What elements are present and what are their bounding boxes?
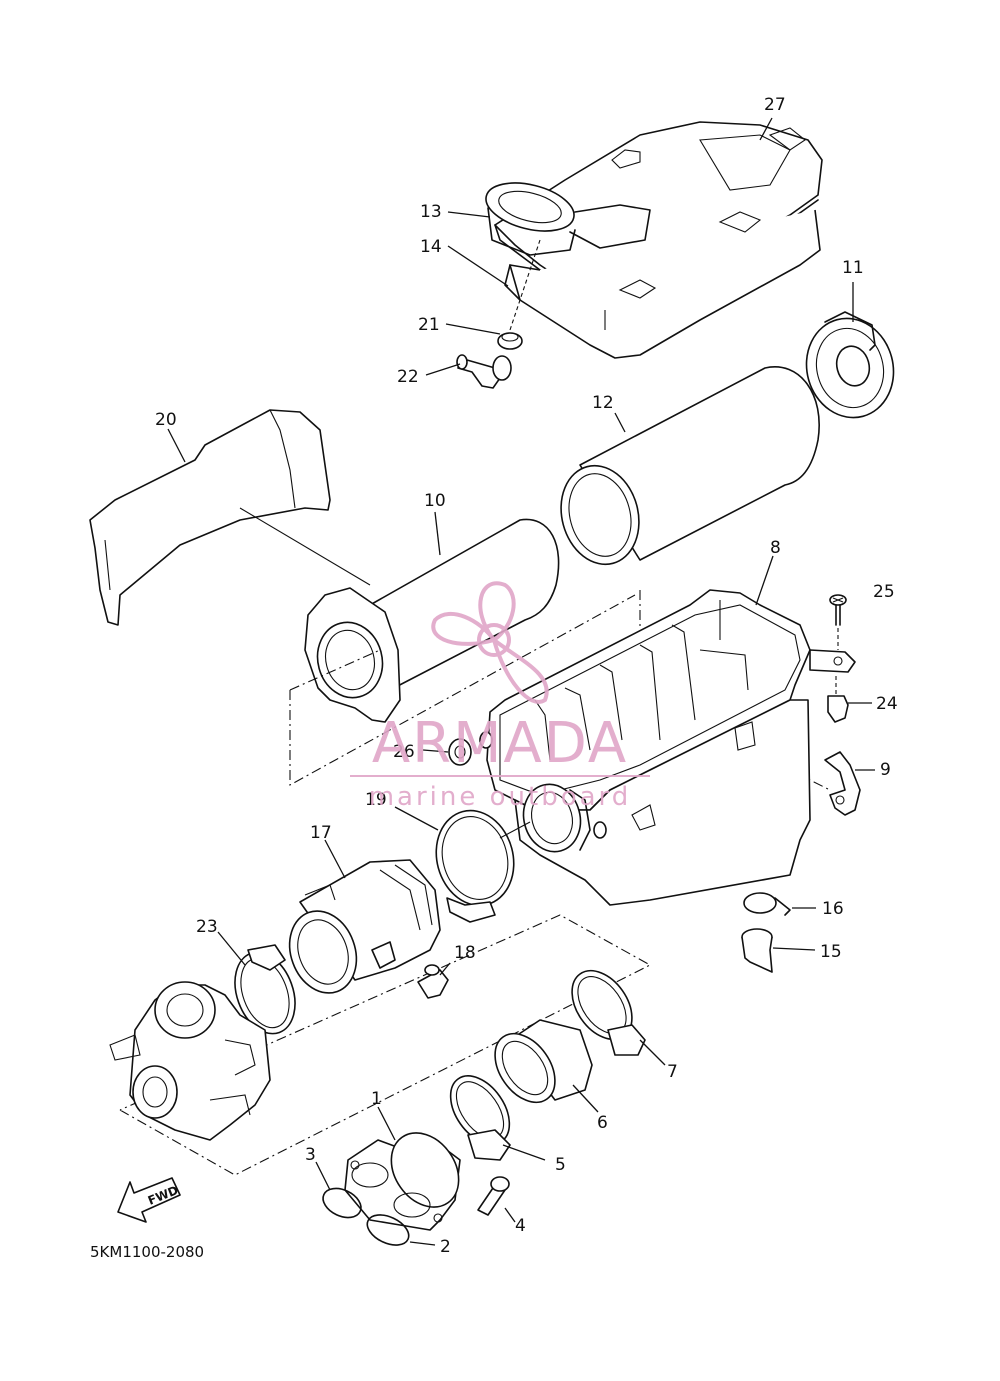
part-11-end-cap	[805, 311, 895, 419]
part-10-inner-filter	[304, 518, 560, 723]
callout-10: 10	[424, 491, 446, 511]
callout-6: 6	[597, 1113, 608, 1133]
part-5-clamp	[449, 1075, 511, 1161]
callout-5: 5	[555, 1155, 566, 1175]
part-12-filter	[560, 366, 820, 566]
callout-2: 2	[440, 1237, 451, 1257]
propeller-logo-icon	[431, 581, 549, 704]
callout-19: 19	[365, 790, 387, 810]
callout-20: 20	[155, 410, 177, 430]
callout-4: 4	[515, 1216, 526, 1236]
part-18-elbow	[417, 964, 449, 999]
callout-8: 8	[770, 538, 781, 558]
part-9-bracket	[824, 751, 861, 816]
callout-22: 22	[397, 367, 419, 387]
part-27-cover	[485, 121, 823, 359]
part-19-band	[435, 809, 531, 923]
callout-27: 27	[764, 95, 786, 115]
part-3-o-ring	[322, 1187, 362, 1219]
part-20-side-plate	[89, 409, 371, 626]
callout-1: 1	[371, 1089, 382, 1109]
callout-16: 16	[822, 899, 844, 919]
callout-7: 7	[667, 1062, 678, 1082]
callout-14: 14	[420, 237, 442, 257]
callout-labels: 27 13 14 21 22 11 12 20 10 8 25 24 26 9 …	[155, 95, 898, 1257]
callout-17: 17	[310, 823, 332, 843]
callout-25: 25	[873, 582, 895, 602]
diagram-code: 5KM1100-2080	[90, 1243, 204, 1261]
part-17-joint	[288, 859, 441, 994]
part-7-clamp	[571, 969, 646, 1056]
part-8-air-box	[479, 589, 856, 906]
carburetor	[109, 981, 271, 1141]
callout-15: 15	[820, 942, 842, 962]
callout-12: 12	[592, 393, 614, 413]
callout-13: 13	[420, 202, 442, 222]
part-26-grommet	[448, 738, 472, 766]
part-15-drain	[741, 928, 773, 973]
fwd-arrow-icon: FWD	[117, 1177, 181, 1223]
watermark-tagline: marine outboard	[369, 782, 632, 812]
part-23-clamp	[234, 944, 296, 1035]
part-22-elbow	[456, 354, 512, 389]
callout-11: 11	[842, 258, 864, 278]
callout-3: 3	[305, 1145, 316, 1165]
part-6-joint	[494, 1019, 593, 1104]
callout-21: 21	[418, 315, 440, 335]
part-2-o-ring	[366, 1214, 410, 1246]
part-25-screw	[829, 594, 847, 650]
part-21-grommet	[497, 239, 541, 350]
callout-9: 9	[880, 760, 891, 780]
part-1-manifold	[344, 1132, 461, 1231]
part-24-clip	[827, 676, 849, 723]
callout-24: 24	[876, 694, 898, 714]
part-4-bolt	[477, 1176, 510, 1216]
leader-lines	[167, 117, 875, 1246]
callout-18: 18	[454, 943, 476, 963]
watermark: ARMADA marine outboard	[350, 581, 650, 812]
watermark-brand: ARMADA	[372, 711, 628, 776]
callout-26: 26	[393, 742, 415, 762]
part-16-spring	[743, 892, 791, 916]
callout-23: 23	[196, 917, 218, 937]
